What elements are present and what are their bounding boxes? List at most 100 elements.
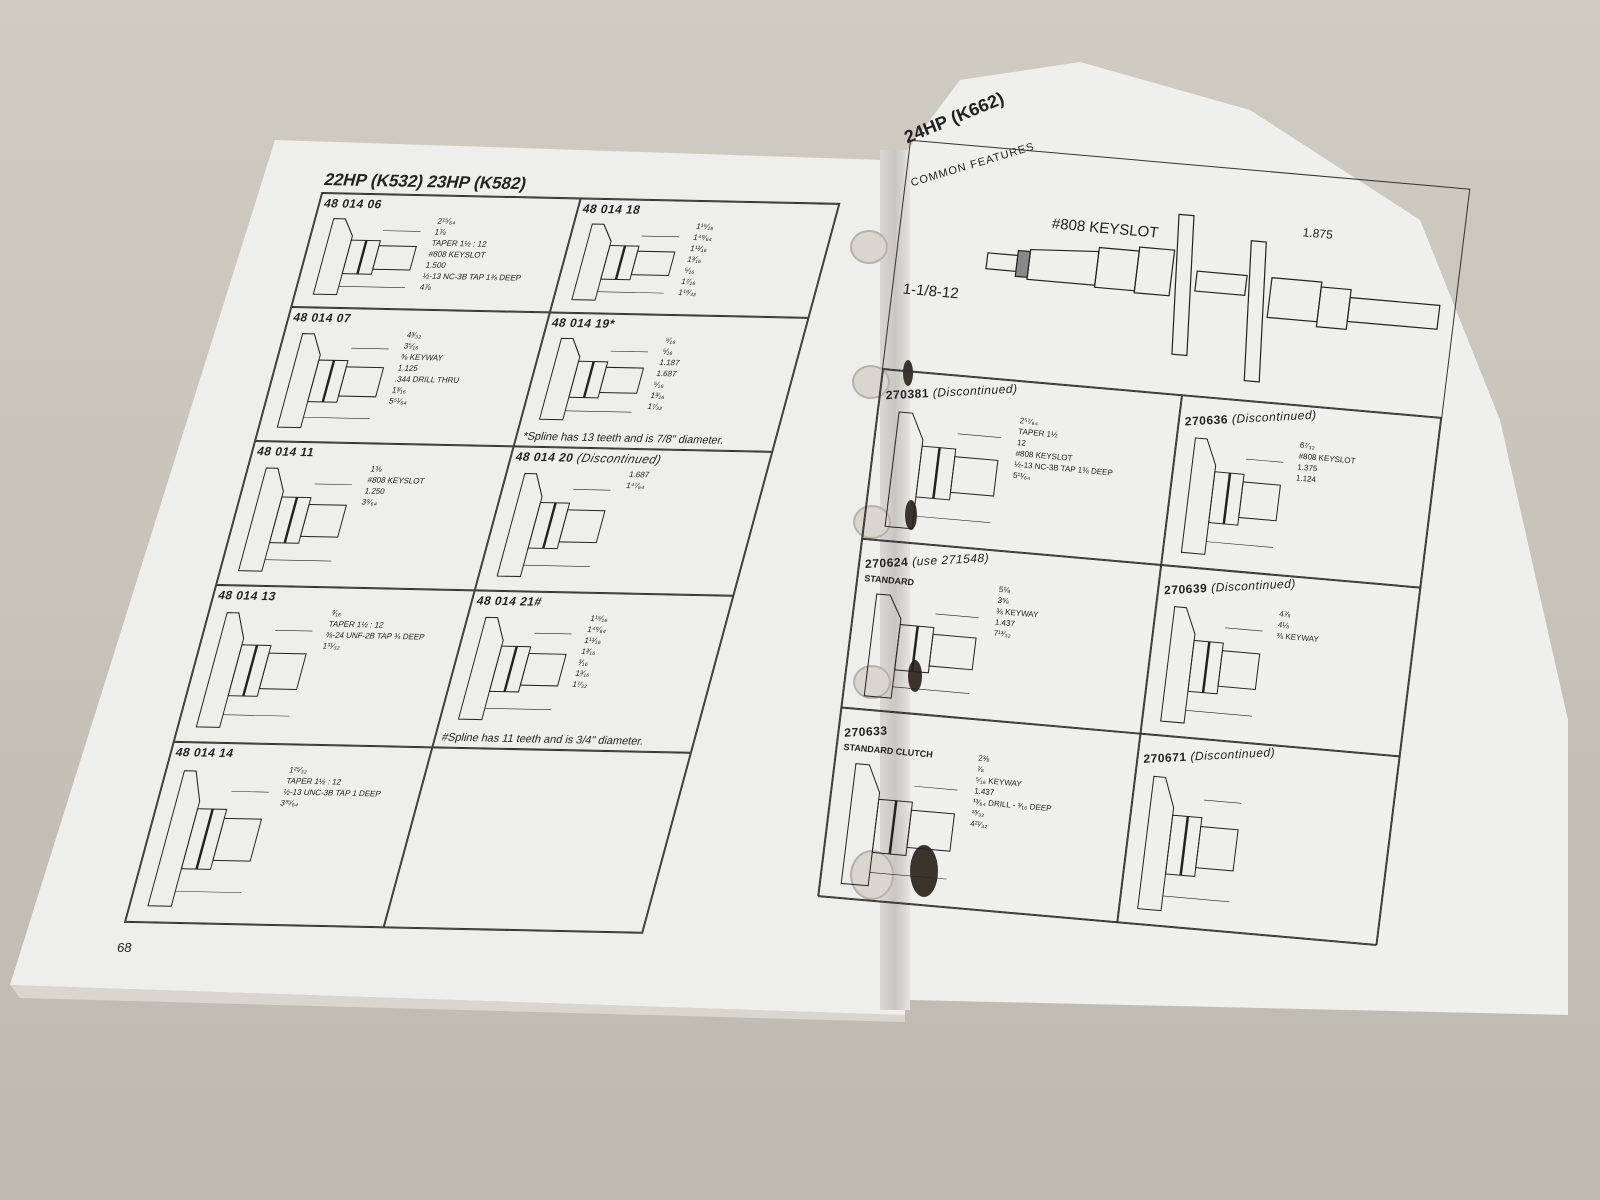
crankshaft-drawing — [237, 467, 352, 572]
part-status: (Discontinued) — [1190, 745, 1276, 764]
dimension-label: 3⁵⁄₁₆ — [402, 341, 421, 351]
dimension-label: 7¹³⁄₃₂ — [993, 628, 1012, 640]
dimension-label: 1⅞ — [433, 227, 448, 237]
part-number: 48 014 18 — [581, 201, 643, 217]
right-page-content: 24HP (K662) COMMON FEATURES 1-1/8-12 #80… — [813, 88, 1513, 986]
dimension-label: TAPER 1½ : 12 — [430, 238, 488, 249]
dimension-label: 1.187 — [658, 358, 681, 368]
dimension-label: 1.687 — [655, 369, 678, 379]
dimension-label: 1¹⁵⁄₁₆ — [589, 613, 610, 624]
dimension-label: #808 KEYSLOT — [427, 249, 487, 260]
binder-hole — [905, 500, 917, 530]
part-number-label: 48 014 19* — [550, 316, 617, 331]
dimension-label: ⅜ KEYWAY — [399, 352, 445, 363]
binder-hole — [850, 230, 888, 264]
dimension-label: 1¹⁵⁄₁₆ — [695, 222, 716, 232]
part-number: 270633 — [844, 723, 888, 740]
crankshaft-drawing — [195, 612, 313, 728]
part-number: 48 014 21# — [475, 593, 544, 609]
dimension-label: ½-13 NC-3B TAP 1⅜ DEEP — [421, 271, 523, 283]
binder-hole — [903, 360, 913, 386]
footnote: #Spline has 11 teeth and is 3/4" diamete… — [440, 731, 645, 748]
dimension-label: 1³⁄₁₆ — [580, 646, 597, 657]
part-number-label: 48 014 14 — [174, 745, 235, 760]
dimension-label: 1⅜ — [369, 464, 383, 474]
dimension-label: 1⁴⁹⁄₆₄ — [692, 233, 714, 243]
dimension-label: 1.500 — [424, 260, 447, 270]
crankshaft-drawing — [276, 333, 389, 429]
dimension-label: 1³⁄₁₆ — [649, 390, 667, 401]
crankshaft-drawing — [1160, 606, 1263, 724]
part-number-label: 48 014 11 — [255, 444, 316, 459]
part-number-label: 48 014 18 — [581, 202, 642, 217]
dimension-label: ⁵⁄₁₆ — [683, 266, 697, 276]
part-number-label: 48 014 13 — [217, 588, 278, 603]
part-status: (Discontinued) — [575, 450, 664, 467]
binder-hole — [853, 505, 891, 539]
crankshaft-drawing — [496, 472, 611, 578]
crankshaft-drawing — [538, 337, 648, 421]
dimension-label: 4³⁄₃₂ — [405, 330, 423, 340]
dimension-label: 1⁷⁄₃₂ — [571, 679, 589, 690]
dimension-label: 3⁹⁄₆₄ — [360, 497, 379, 507]
crankshaft-drawing — [571, 223, 680, 301]
page-number: 68 — [117, 940, 132, 955]
dimension-label: 1.125 — [396, 363, 420, 373]
dimension-label: ½-13 UNC-3B TAP 1 DEEP — [282, 787, 382, 799]
dimension-label: 1⁷⁄₁₆ — [680, 277, 698, 287]
dimension-label: ⁵⁄₁₆ — [661, 347, 675, 357]
part-number: 270381 — [885, 386, 930, 403]
footnote: *Spline has 13 teeth and is 7/8" diamete… — [521, 430, 726, 447]
dimension-label: 1⁴⁹⁄₆₄ — [586, 624, 608, 635]
dimension-label: 1²⁵⁄₃₂ — [288, 765, 309, 775]
part-number: 270639 — [1163, 581, 1208, 598]
crankshaft-drawing — [985, 213, 1441, 383]
part-number: 48 014 20 — [514, 449, 576, 465]
binder-hole — [852, 365, 890, 399]
part-number-label: 48 014 07 — [292, 310, 353, 325]
part-number-label: 270633 — [844, 724, 887, 740]
part-cell — [383, 747, 691, 933]
part-status: (Discontinued) — [1231, 407, 1317, 427]
part-number: 48 014 13 — [216, 588, 278, 604]
part-status: (Discontinued) — [1211, 576, 1297, 595]
dimension-label: 1³⁄₁₆ — [574, 668, 592, 679]
dimension-label: 1¹¹⁄₁₆ — [689, 244, 709, 254]
crankshaft-drawing — [312, 218, 421, 296]
dimension-label: ³⁄₁₆ — [330, 608, 343, 618]
crankshaft-drawing — [840, 763, 958, 887]
part-number-label: 48 014 06 — [322, 196, 383, 211]
dimension-label: 1³⁄₁₆ — [390, 385, 408, 395]
part-number: 48 014 07 — [291, 310, 354, 326]
part-cell: 270671 (Discontinued) — [1117, 732, 1400, 946]
dimension-label: 1.687 — [628, 469, 651, 480]
dimension-label: ⅜-24 UNF-2B TAP ¾ DEEP — [324, 630, 426, 642]
part-number: 270624 — [864, 554, 909, 572]
dimension-label: 1⁴⁷⁄₆₄ — [625, 480, 647, 491]
binder-hole — [910, 845, 938, 897]
dimension-label: 1.250 — [363, 486, 386, 496]
dimension-label: ³⁄₁₆ — [577, 657, 590, 668]
part-number: 270671 — [1143, 749, 1187, 766]
dimension-label: 1³¹⁄₃₂ — [321, 641, 342, 651]
part-number: 48 014 19* — [550, 315, 617, 331]
